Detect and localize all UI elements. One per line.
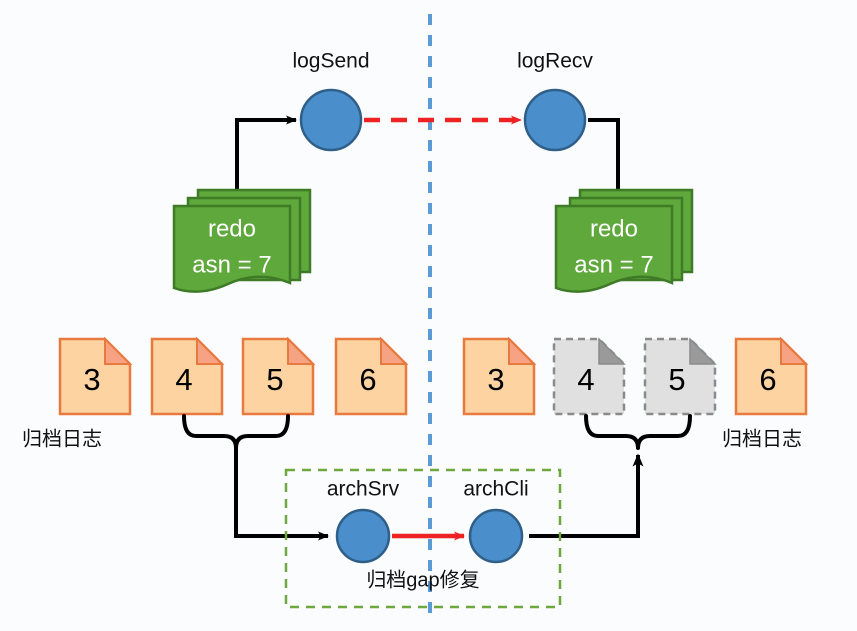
logsend-label: logSend — [292, 50, 369, 73]
logrecv-circle[interactable] — [523, 88, 587, 152]
archive-gap-repair-box — [284, 468, 562, 609]
logsend-node[interactable]: logSend — [292, 50, 370, 152]
logrecv-to-redo-connector — [588, 118, 623, 208]
archive-doc[interactable]: 6 — [734, 336, 809, 416]
logrecv-node[interactable]: logRecv — [517, 50, 593, 152]
redo-to-logsend-connector — [235, 115, 297, 205]
primary-redo-title: redo — [208, 215, 256, 242]
standby-redo-stack: redo asn = 7 — [554, 188, 694, 293]
archcli-to-standby-docs-connector — [529, 414, 692, 538]
archive-doc-number: 5 — [266, 362, 283, 397]
archive-doc-number: 3 — [83, 362, 100, 397]
redo-layer-front — [172, 204, 292, 293]
primary-docs-to-archsrv-connector — [182, 414, 329, 541]
archive-doc-number: 4 — [175, 362, 192, 397]
archive-doc[interactable]: 3 — [462, 336, 537, 416]
primary-archive-label: 归档日志 — [22, 427, 102, 450]
primary-redo-stack: redo asn = 7 — [172, 188, 312, 293]
archive-doc-missing[interactable]: 4 — [552, 337, 626, 416]
logrecv-label: logRecv — [517, 50, 593, 73]
archive-doc[interactable]: 5 — [241, 336, 316, 416]
redo-layer-front — [554, 204, 674, 293]
logsend-circle[interactable] — [299, 88, 363, 152]
archcli-circle[interactable] — [468, 508, 524, 564]
archive-doc-number: 6 — [759, 362, 776, 397]
standby-archive-docs: 3 4 5 6 — [462, 336, 809, 416]
standby-redo-title: redo — [590, 215, 638, 242]
primary-redo-detail: asn = 7 — [192, 251, 271, 278]
standby-redo-detail: asn = 7 — [574, 251, 653, 278]
archcli-node[interactable]: archCli — [463, 478, 529, 564]
primary-archive-docs: 3 4 5 6 — [58, 336, 409, 416]
archive-doc[interactable]: 4 — [150, 336, 225, 416]
archcli-label: archCli — [463, 478, 528, 501]
archive-doc-number: 5 — [668, 362, 685, 397]
archive-gap-repair-caption: 归档gap修复 — [366, 568, 479, 591]
archsrv-label: archSrv — [327, 478, 400, 501]
archive-doc[interactable]: 6 — [334, 336, 409, 416]
archsrv-node[interactable]: archSrv — [327, 478, 400, 564]
archive-doc-missing[interactable]: 5 — [643, 337, 717, 416]
archive-doc[interactable]: 3 — [58, 336, 133, 416]
archive-doc-number: 6 — [359, 362, 376, 397]
archsrv-circle[interactable] — [335, 508, 391, 564]
standby-archive-label: 归档日志 — [722, 427, 802, 450]
archive-doc-number: 4 — [577, 362, 594, 397]
archive-doc-number: 3 — [487, 362, 504, 397]
